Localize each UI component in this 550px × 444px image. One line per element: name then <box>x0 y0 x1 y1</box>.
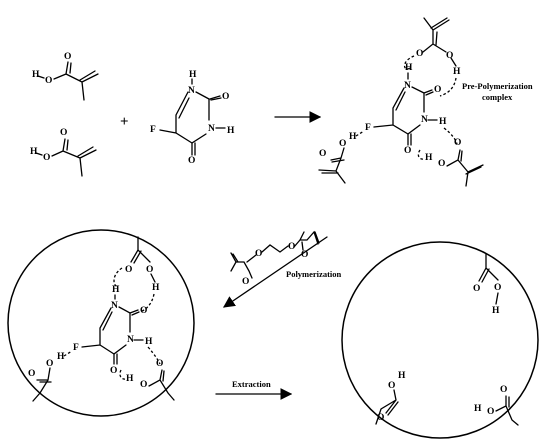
prepolymerization-label-line2: complex <box>482 92 513 102</box>
atom-o: O <box>146 265 153 275</box>
polymer-matrix <box>7 229 195 417</box>
polymerization-label: Polymerization <box>286 269 342 279</box>
atom-n: N <box>127 335 134 345</box>
crosslinker-egdma: O O O O <box>230 230 320 287</box>
atom-o: O <box>319 149 326 159</box>
atom-o: O <box>438 159 445 169</box>
atom-h: H <box>126 374 134 384</box>
pre-polymerization-complex: O O H H N O N H O F H O O H O O <box>318 17 484 187</box>
atom-n: N <box>111 301 118 311</box>
atom-h: H <box>439 117 447 127</box>
atom-h: H <box>189 70 197 80</box>
atom-h: H <box>57 352 65 362</box>
atom-h: H <box>145 337 153 347</box>
atom-o: O <box>377 413 384 423</box>
atom-h: H <box>492 306 500 316</box>
atom-o: O <box>404 146 411 156</box>
atom-h: H <box>112 285 120 295</box>
atom-o: O <box>64 52 71 62</box>
polymerization-arrow <box>223 236 328 308</box>
5-fluorouracil: H N O N H O F <box>150 70 235 166</box>
atom-f: F <box>365 123 371 133</box>
atom-h: H <box>152 283 160 293</box>
polymer-matrix <box>341 241 539 439</box>
atom-o: O <box>46 359 53 369</box>
atom-o: O <box>446 51 453 61</box>
atom-o: O <box>110 366 117 376</box>
atom-h: H <box>405 63 413 73</box>
atom-o: O <box>125 265 132 275</box>
atom-f: F <box>150 125 156 135</box>
atom-o: O <box>28 369 35 379</box>
atom-o: O <box>288 242 295 252</box>
atom-o: O <box>255 249 262 259</box>
atom-f: F <box>73 343 79 353</box>
atom-o: O <box>301 250 308 260</box>
atom-o: O <box>43 153 50 163</box>
extraction-label: Extraction <box>232 379 271 389</box>
imprinted-polymer-empty-cavity: O O H O H O H O O <box>341 241 539 439</box>
atom-o: O <box>339 139 346 149</box>
atom-o: O <box>416 49 423 59</box>
atom-o: O <box>454 138 461 148</box>
atom-h: H <box>474 404 482 414</box>
atom-n: N <box>188 86 195 96</box>
methacrylic-acid-2: H O O <box>30 128 97 177</box>
atom-o: O <box>140 380 147 390</box>
atom-o: O <box>60 128 67 138</box>
plus-sign: + <box>120 114 129 130</box>
atom-h: H <box>32 70 40 80</box>
atom-n: N <box>208 124 215 134</box>
atom-h: H <box>349 132 357 142</box>
atom-h: H <box>398 371 406 381</box>
atom-o: O <box>434 85 441 95</box>
atom-h: H <box>453 67 461 77</box>
atom-h: H <box>227 126 235 136</box>
atom-h: H <box>30 147 38 157</box>
atom-n: N <box>404 81 411 91</box>
atom-o: O <box>242 277 249 287</box>
atom-o: O <box>388 381 395 391</box>
atom-o: O <box>473 284 480 294</box>
imprinted-polymer-with-template: O O H H N O N H O F H O O H O O <box>7 229 195 417</box>
methacrylic-acid-1: H O O <box>32 52 99 101</box>
atom-o: O <box>188 156 195 166</box>
atom-n: N <box>421 115 428 125</box>
prepolymerization-label-line1: Pre-Polymerization <box>462 81 533 91</box>
atom-o: O <box>487 407 494 417</box>
atom-h: H <box>425 153 433 163</box>
atom-o: O <box>140 306 147 316</box>
atom-o: O <box>45 76 52 86</box>
atom-o: O <box>222 92 229 102</box>
atom-o: O <box>494 283 501 293</box>
atom-o: O <box>500 385 507 395</box>
